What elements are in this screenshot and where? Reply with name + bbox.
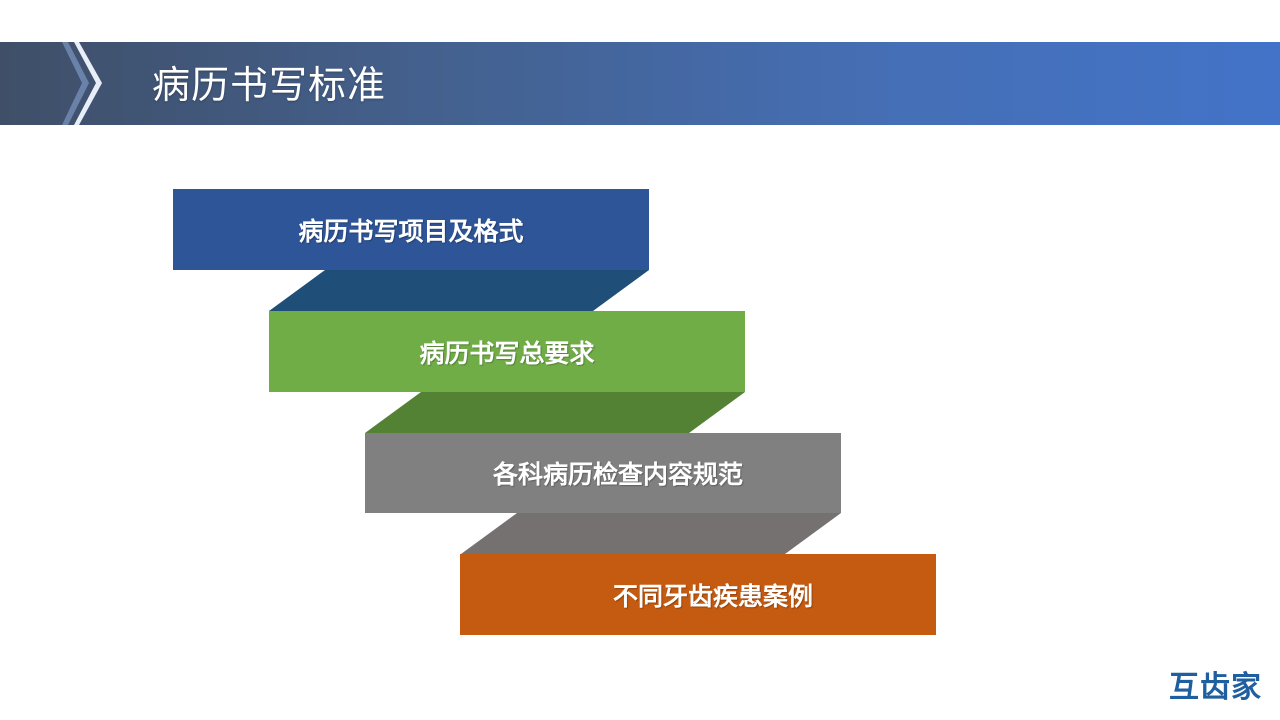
step-3-department-standards: 各科病历检查内容规范 — [365, 433, 841, 513]
step-1-project-format: 病历书写项目及格式 — [173, 189, 649, 270]
step-3-label: 各科病历检查内容规范 — [492, 460, 743, 489]
title-bar: 病历书写标准 — [0, 42, 1280, 125]
step-4-dental-cases: 不同牙齿疾患案例 — [460, 554, 936, 635]
step-2-general-requirements: 病历书写总要求 — [269, 311, 745, 392]
chevron-right-icon — [62, 42, 102, 125]
brand-logo: 互齿家 — [1169, 670, 1262, 705]
riser-3 — [461, 513, 841, 554]
step-1-label: 病历书写项目及格式 — [298, 216, 524, 246]
step-2-label: 病历书写总要求 — [419, 338, 595, 368]
slide-title: 病历书写标准 — [152, 63, 387, 107]
riser-1 — [269, 270, 649, 311]
step-4-label: 不同牙齿疾患案例 — [612, 581, 813, 611]
riser-2 — [365, 392, 745, 433]
